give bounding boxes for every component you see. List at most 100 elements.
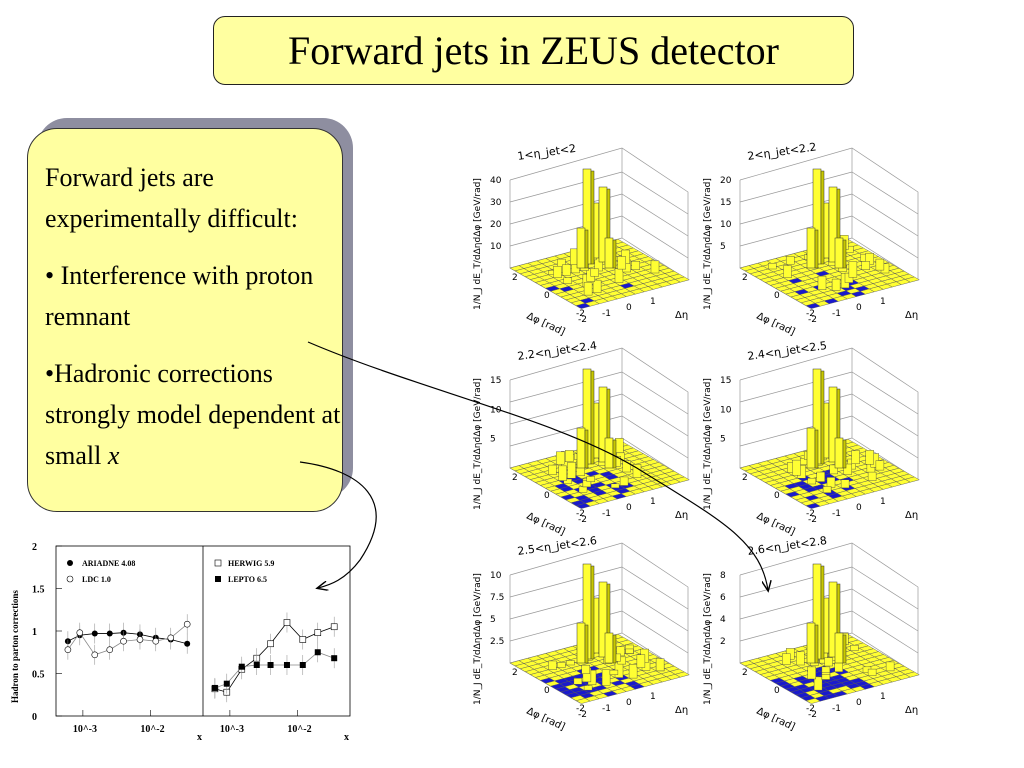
lego-phi-tick: 2 bbox=[512, 473, 518, 483]
lego-ytick: 10 bbox=[720, 220, 732, 230]
legend-entry: HERWIG 5.9 bbox=[228, 559, 274, 568]
title-box: Forward jets in ZEUS detector bbox=[213, 16, 854, 85]
lego-ytick: 6 bbox=[720, 593, 726, 603]
lego-eta-tick: -1 bbox=[832, 509, 841, 519]
lego-ytick: 10 bbox=[490, 571, 502, 581]
lego-eta-tick: -1 bbox=[602, 704, 611, 714]
corr-xtick: 10^-3 bbox=[220, 724, 244, 735]
data-point-filled-square bbox=[223, 680, 230, 687]
data-point-open-circle bbox=[76, 629, 84, 636]
lego-eta-tick: -1 bbox=[602, 309, 611, 319]
corr-ytick: 1.5 bbox=[32, 585, 45, 596]
data-point-open-square bbox=[299, 636, 307, 643]
lego-xlabel: Δφ [rad] bbox=[755, 706, 797, 733]
lego-phi-tick: -2 bbox=[576, 704, 585, 714]
corr-ytick: 0.5 bbox=[32, 670, 45, 681]
lego-phi-tick: -2 bbox=[806, 309, 815, 319]
lego-phi-tick: -2 bbox=[576, 309, 585, 319]
lego-eta-tick: 1 bbox=[880, 692, 886, 702]
lego-panel-label: 2.2<η_jet<2.4 bbox=[517, 340, 598, 363]
lego-eta-tick: 0 bbox=[626, 698, 632, 708]
legend-entry: ARIADNE 4.08 bbox=[82, 559, 135, 568]
lego-phi-tick: 2 bbox=[742, 668, 748, 678]
lego-phi-tick: -2 bbox=[806, 509, 815, 519]
lego-ytick: 5 bbox=[720, 435, 726, 445]
lego-ytick: 20 bbox=[720, 176, 732, 186]
lego-panel-label: 2.4<η_jet<2.5 bbox=[747, 340, 828, 363]
lego-ylabel: 1/N_J dE_T/dΔηdΔφ [GeV/rad] bbox=[473, 573, 483, 705]
lego-ytick: 5 bbox=[490, 435, 496, 445]
data-point-open-square bbox=[267, 640, 274, 648]
lego-phi-tick: 2 bbox=[742, 473, 748, 483]
lego-zlabel: Δη bbox=[905, 705, 918, 716]
lego-xlabel: Δφ [rad] bbox=[525, 311, 567, 338]
lego-eta-tick: 0 bbox=[856, 303, 862, 313]
lego-ylabel: 1/N_J dE_T/dΔηdΔφ [GeV/rad] bbox=[473, 378, 483, 510]
lego-eta-tick: -1 bbox=[832, 704, 841, 714]
lego-ylabel: 1/N_J dE_T/dΔηdΔφ [GeV/rad] bbox=[703, 378, 713, 510]
data-point-filled-square bbox=[314, 649, 321, 656]
lego-ytick: 5 bbox=[720, 242, 726, 252]
lego-ytick: 5 bbox=[490, 615, 496, 625]
lego-phi-tick: 2 bbox=[512, 668, 518, 678]
corr-xlabel: x bbox=[344, 732, 349, 743]
lego-eta-tick: 1 bbox=[880, 497, 886, 507]
lego-ytick: 7.5 bbox=[490, 593, 504, 603]
corr-ylabel: Hadron to parton corrections bbox=[10, 590, 20, 703]
corr-ytick: 1 bbox=[32, 627, 37, 638]
data-point-open-circle bbox=[64, 646, 72, 653]
data-point-filled-circle bbox=[106, 630, 113, 637]
lego-eta-tick: -2 bbox=[808, 710, 817, 720]
data-point-filled-circle bbox=[184, 640, 191, 647]
lego-ytick: 15 bbox=[720, 198, 731, 208]
corr-ytick: 2 bbox=[32, 542, 37, 553]
data-point-open-circle bbox=[152, 637, 160, 645]
lego-phi-tick: 2 bbox=[512, 273, 518, 283]
lego-ytick: 10 bbox=[490, 242, 502, 252]
data-point-open-circle bbox=[183, 620, 191, 628]
lego-eta-tick: 1 bbox=[650, 497, 656, 507]
data-point-open-square bbox=[330, 623, 338, 631]
lego-phi-tick: 0 bbox=[544, 291, 550, 301]
lego-ylabel: 1/N_J dE_T/dΔηdΔφ [GeV/rad] bbox=[703, 573, 713, 705]
lego-zlabel: Δη bbox=[675, 310, 688, 321]
data-point-filled-square bbox=[253, 662, 260, 668]
data-point-open-circle bbox=[167, 634, 175, 642]
data-point-open-circle bbox=[91, 651, 99, 659]
lego-ytick: 2 bbox=[720, 637, 726, 647]
lego-ytick: 8 bbox=[720, 571, 726, 581]
lego-zlabel: Δη bbox=[675, 705, 688, 716]
lego-eta-tick: -2 bbox=[578, 515, 587, 525]
lego-panel-label: 1<η_jet<2 bbox=[517, 142, 577, 163]
legend-entry: LDC 1.0 bbox=[82, 575, 111, 584]
lego-ytick: 15 bbox=[490, 376, 501, 386]
data-point-open-circle bbox=[106, 646, 114, 653]
lego-xlabel: Δφ [rad] bbox=[755, 311, 797, 338]
lego-phi-tick: -2 bbox=[806, 704, 815, 714]
lego-panel-label: 2.6<η_jet<2.8 bbox=[747, 535, 828, 558]
data-point-open-square bbox=[283, 619, 291, 626]
lego-eta-tick: -2 bbox=[578, 710, 587, 720]
lego-phi-tick: 0 bbox=[774, 491, 780, 501]
slide-title: Forward jets in ZEUS detector bbox=[288, 28, 779, 73]
lego-eta-tick: -1 bbox=[602, 509, 611, 519]
lego-phi-tick: 0 bbox=[544, 491, 550, 501]
corr-xtick: 10^-2 bbox=[140, 724, 164, 735]
corr-xlabel: x bbox=[197, 732, 202, 743]
lego-phi-tick: 0 bbox=[774, 686, 780, 696]
lego-eta-tick: -1 bbox=[832, 309, 841, 319]
legend-entry: LEPTO 6.5 bbox=[228, 575, 267, 584]
lego-phi-tick: 0 bbox=[774, 291, 780, 301]
lego-ylabel: 1/N_J dE_T/dΔηdΔφ [GeV/rad] bbox=[473, 178, 483, 310]
lego-ytick: 40 bbox=[490, 176, 502, 186]
lego-ylabel: 1/N_J dE_T/dΔηdΔφ [GeV/rad] bbox=[703, 178, 713, 310]
data-point-filled-square bbox=[238, 663, 245, 670]
lego-ytick: 10 bbox=[720, 405, 732, 415]
lego-xlabel: Δφ [rad] bbox=[525, 706, 567, 733]
paragraph-bullet-1: • Interference with proton remnant bbox=[45, 261, 314, 331]
lego-ytick: 2.5 bbox=[490, 637, 504, 647]
